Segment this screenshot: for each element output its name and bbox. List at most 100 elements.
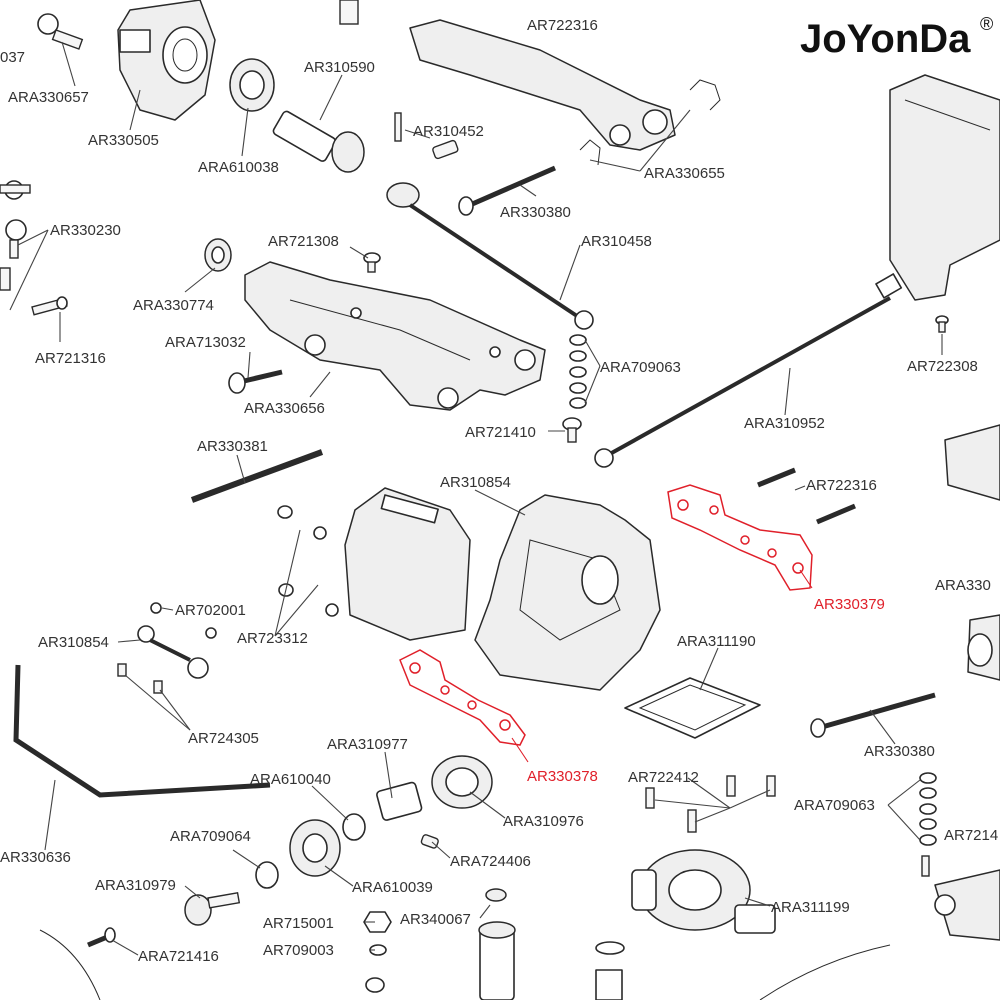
- screw-part: [935, 315, 949, 333]
- lower-arm-part: [244, 261, 546, 411]
- shim-stack-part: [569, 334, 587, 409]
- part-label: ARA709063: [794, 797, 875, 814]
- screw-part: [363, 252, 381, 273]
- suspension-mount-red-part: [399, 649, 526, 746]
- part-label: AR310458: [581, 233, 652, 250]
- linkage-part: [117, 602, 217, 694]
- body-panel-part: [889, 74, 1000, 301]
- part-label: ARA310976: [503, 813, 584, 830]
- pin-part: [394, 112, 459, 160]
- driveshaft-part: [594, 273, 903, 468]
- part-label: AR330505: [88, 132, 159, 149]
- nut-part: [363, 911, 392, 933]
- part-label: ARA330: [935, 577, 991, 594]
- part-label: ARA724406: [450, 853, 531, 870]
- part-label: ARA310979: [95, 877, 176, 894]
- sway-bar-part: [13, 664, 271, 798]
- part-label: AR709003: [263, 942, 334, 959]
- part-label: ARA713032: [165, 334, 246, 351]
- hub-part: [967, 614, 1000, 681]
- part-label: AR310854: [38, 634, 109, 651]
- suspension-mount-red-part: [667, 484, 813, 591]
- part-label: AR722316: [527, 17, 598, 34]
- screw-part: [87, 927, 116, 948]
- part-label: AR330380: [500, 204, 571, 221]
- pin-part: [420, 834, 439, 849]
- rod-end-part: [0, 180, 68, 316]
- screw-part: [645, 775, 776, 833]
- part-label: AR330381: [197, 438, 268, 455]
- drive-cup-part: [272, 110, 365, 173]
- part-label: ARA610038: [198, 159, 279, 176]
- part-label: AR330230: [50, 222, 121, 239]
- leader-lines: [9, 41, 943, 956]
- part-label: 037: [0, 49, 25, 66]
- part-label: AR330380: [864, 743, 935, 760]
- screw-part: [277, 505, 339, 617]
- screw-part: [562, 417, 582, 443]
- part-label: AR721316: [35, 350, 106, 367]
- pinion-part: [184, 891, 241, 926]
- part-label: ARA709063: [600, 359, 681, 376]
- shock-body-part: [478, 888, 516, 1000]
- pin-part: [757, 467, 856, 525]
- part-label: AR721410: [465, 424, 536, 441]
- shim-part: [255, 861, 279, 889]
- bolt-part: [339, 0, 359, 25]
- brand-logo: JoYonDa ®: [800, 14, 993, 61]
- bearing-part: [229, 58, 275, 112]
- part-labels: 037 AR722316 ARA330657 AR330505 ARA61003…: [0, 17, 998, 965]
- part-label: ARA330657: [8, 89, 89, 106]
- part-label: AR7214: [944, 827, 998, 844]
- part-label: AR722316: [806, 477, 877, 494]
- hinge-pin-part: [458, 165, 556, 216]
- part-label: AR702001: [175, 602, 246, 619]
- part-label: ARA310952: [744, 415, 825, 432]
- part-label: ARA330655: [644, 165, 725, 182]
- part-label: AR721308: [268, 233, 339, 250]
- part-label: ARA709064: [170, 828, 251, 845]
- brand-name: JoYonDa: [800, 17, 971, 61]
- steering-knuckle-part: [117, 0, 216, 121]
- part-label-highlighted: AR330378: [527, 768, 598, 785]
- part-label: ARA330656: [244, 400, 325, 417]
- upper-arm-part: [409, 19, 676, 151]
- hinge-block-part: [944, 424, 1000, 501]
- part-label: AR310452: [413, 123, 484, 140]
- part-label: ARA311190: [677, 633, 756, 650]
- part-label: AR715001: [263, 915, 334, 932]
- output-cup-part: [376, 755, 493, 821]
- lower-arm-part: [921, 855, 1000, 941]
- bearing-part: [289, 813, 366, 877]
- ball-stud-part: [37, 13, 84, 50]
- part-label: AR340067: [400, 911, 471, 928]
- part-label: AR310590: [304, 59, 375, 76]
- dogbone-part: [386, 182, 594, 330]
- part-label: ARA330774: [133, 297, 214, 314]
- part-label: AR330636: [0, 849, 71, 866]
- part-label: ARA310977: [327, 736, 408, 753]
- gearbox-cover-part: [344, 487, 471, 641]
- rod-part: [190, 449, 324, 503]
- part-label: AR724305: [188, 730, 259, 747]
- screw-part: [228, 369, 283, 394]
- gasket-part: [624, 677, 761, 739]
- misc-part: [39, 929, 891, 1000]
- part-label: ARA610039: [352, 879, 433, 896]
- bushing-part: [204, 238, 232, 272]
- brand-registered-mark: ®: [980, 14, 993, 34]
- shim-stack-part: [919, 772, 937, 846]
- part-label: AR310854: [440, 474, 511, 491]
- part-label: AR722412: [628, 769, 699, 786]
- part-label: AR722308: [907, 358, 978, 375]
- clip-part: [579, 79, 721, 166]
- part-label: ARA311199: [771, 899, 850, 916]
- part-label-highlighted: AR330379: [814, 596, 885, 613]
- part-label: ARA610040: [250, 771, 331, 788]
- gearbox-housing-part: [474, 494, 661, 691]
- part-label: AR723312: [237, 630, 308, 647]
- differential-part: [631, 849, 776, 934]
- part-label: ARA721416: [138, 948, 219, 965]
